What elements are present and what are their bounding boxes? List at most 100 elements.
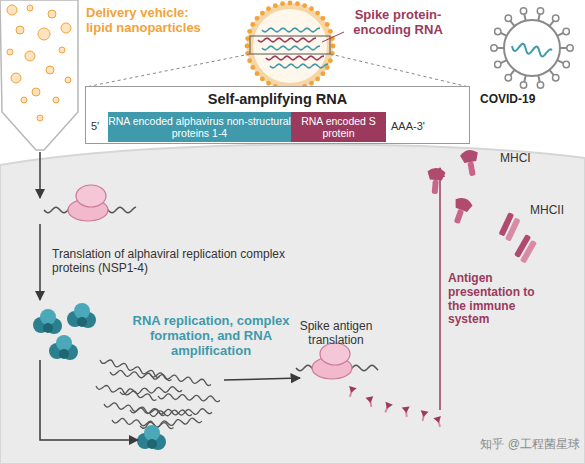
lipid-nanoparticle xyxy=(16,26,24,34)
mhc-class-i xyxy=(426,167,446,194)
lipid-head xyxy=(260,11,265,16)
watermark: 知乎 @工程菌星球 xyxy=(420,438,580,452)
virus-spike-head xyxy=(520,8,526,14)
virus-spike-head xyxy=(505,75,511,81)
rna-strand xyxy=(262,28,320,32)
rna-construct-box: Self-amplifying RNA5'AAA-3'RNA encoded a… xyxy=(85,86,470,144)
process-arrow xyxy=(39,152,41,198)
nsp-protein xyxy=(56,335,72,351)
virus-spike-head xyxy=(520,82,526,88)
zoom-line xyxy=(330,54,469,87)
lipid-head xyxy=(325,22,330,27)
mhc-class-ii xyxy=(498,212,522,241)
lipid-nanoparticle xyxy=(11,73,21,83)
nsp-protein xyxy=(147,439,157,449)
nsp-protein xyxy=(144,425,160,441)
lipid-nanoparticle xyxy=(61,23,71,33)
lipid-head xyxy=(273,3,278,8)
vehicle-label: Delivery vehicle: lipid nanoparticles xyxy=(86,6,218,36)
spike-head xyxy=(365,396,374,403)
lipid-head xyxy=(266,6,271,11)
spike-antigen xyxy=(382,402,393,414)
step-label: Translation of alphaviral replication co… xyxy=(52,248,292,276)
virus-spike-head xyxy=(491,45,497,51)
step-label: Antigen presentation to the immune syste… xyxy=(448,272,536,327)
lipid-head xyxy=(266,81,271,86)
lipid-nanoparticle xyxy=(46,66,54,74)
molecule-label: MHCII xyxy=(530,204,585,218)
lipid-head xyxy=(260,77,265,82)
rna-copy xyxy=(158,394,220,402)
lipid-nanoparticle xyxy=(7,5,17,15)
rna-copy xyxy=(112,418,174,428)
nsp-complex xyxy=(33,309,62,334)
zoom-line xyxy=(86,54,250,87)
lipid-head xyxy=(245,36,250,41)
lipid-head xyxy=(245,51,250,56)
lipid-head xyxy=(331,44,336,49)
lipid-head xyxy=(255,16,260,21)
rna-strand xyxy=(262,46,320,50)
spike-antigen xyxy=(419,410,429,421)
lipid-head xyxy=(321,71,326,76)
lipid-head xyxy=(328,29,333,34)
spike-antigen xyxy=(433,416,444,428)
virus-spike-head xyxy=(552,75,558,81)
lipid-nanoparticle xyxy=(25,51,35,61)
lipid-head xyxy=(315,77,320,82)
nsp-protein xyxy=(43,323,53,333)
nanoparticle-core xyxy=(250,6,330,86)
virus-spike-head xyxy=(563,61,569,67)
mhc-head xyxy=(427,167,446,181)
mhc-class-i xyxy=(448,196,474,227)
rna-copy xyxy=(120,387,182,395)
virus-spike-head xyxy=(563,28,569,34)
mhc-chain xyxy=(505,217,521,241)
rna-label: Spike protein-encoding RNA xyxy=(342,8,454,38)
nsp-complex xyxy=(49,335,78,360)
virus-spike-head xyxy=(505,15,511,21)
lipid-head xyxy=(321,16,326,21)
lipid-head xyxy=(309,6,314,11)
lipid-nanoparticle xyxy=(65,77,71,83)
lipid-nanoparticle xyxy=(21,97,27,103)
lipid-nanoparticle xyxy=(48,10,56,18)
lipid-head xyxy=(280,1,285,6)
rna-copy xyxy=(150,409,212,417)
pipette xyxy=(0,0,78,150)
spike-head xyxy=(402,407,411,414)
mhc-stem xyxy=(467,161,475,176)
virus-spike-head xyxy=(567,45,573,51)
nsp-complex xyxy=(137,425,166,450)
cell-cytoplasm xyxy=(0,144,585,464)
lipid-nanoparticle xyxy=(27,5,33,11)
nsp-gene-segment: RNA encoded alphavirus non-structural pr… xyxy=(108,112,291,142)
rna-copy xyxy=(150,373,211,386)
mhc-head xyxy=(453,196,474,213)
rna-end-label: AAA-3' xyxy=(391,120,451,132)
step-label: RNA replication, complex formation, and … xyxy=(126,314,296,359)
spike-antigen xyxy=(365,396,375,407)
lipid-head xyxy=(325,65,330,70)
ribosome-large-subunit xyxy=(76,185,106,207)
nsp-complex xyxy=(67,303,96,328)
process-arrow xyxy=(224,378,300,380)
lipid-head xyxy=(245,44,250,49)
process-arrow xyxy=(439,168,441,410)
spike-gene-segment: RNA encoded S protein xyxy=(291,112,386,142)
virus-spike-head xyxy=(537,82,543,88)
lipid-head xyxy=(302,3,307,8)
mhc-class-i xyxy=(459,149,481,178)
step-label: Spike antigen translation xyxy=(290,320,382,348)
virus-spike-head xyxy=(552,15,558,21)
nsp-protein xyxy=(40,309,56,325)
lipid-nanoparticle xyxy=(7,49,13,55)
lipid-nanoparticle xyxy=(32,88,40,96)
leader-line xyxy=(322,32,344,42)
lipid-head xyxy=(309,81,314,86)
lipid-head xyxy=(255,71,260,76)
lipid-head xyxy=(250,22,255,27)
